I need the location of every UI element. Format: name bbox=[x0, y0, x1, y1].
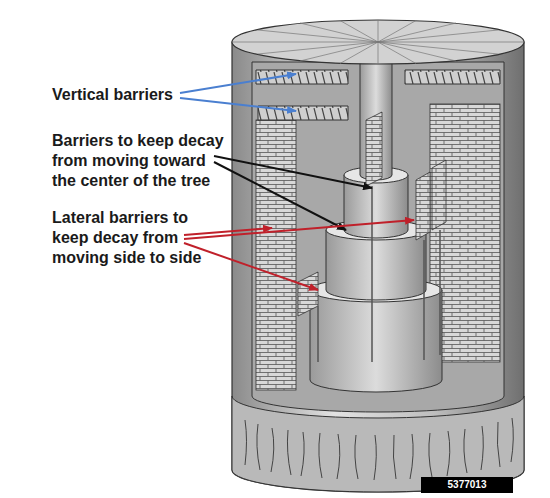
leader-arrows-part bbox=[184, 220, 414, 239]
leader-arrows-part bbox=[180, 74, 296, 93]
cutaway-interior-part bbox=[256, 120, 296, 390]
leader-arrows bbox=[180, 74, 414, 290]
barrier-label: Vertical barriers bbox=[52, 85, 173, 105]
lateral-barrier-panels-part bbox=[416, 172, 430, 240]
leader-arrows-part bbox=[184, 243, 318, 290]
cutaway-interior-part bbox=[405, 70, 500, 84]
leader-arrows-part bbox=[184, 228, 272, 235]
image-number: 5377013 bbox=[421, 477, 513, 493]
lateral-barrier-panels-part bbox=[432, 160, 446, 230]
cutaway-interior-part bbox=[256, 70, 348, 84]
bark-band-part bbox=[245, 418, 513, 480]
inner-cylinders-part bbox=[310, 290, 442, 392]
cutaway-interior-part bbox=[252, 62, 504, 412]
top-cross-section bbox=[232, 20, 524, 64]
top-cross-section-part bbox=[232, 20, 524, 64]
leader-arrows-part bbox=[214, 156, 372, 188]
top-cross-section-part bbox=[232, 20, 524, 64]
cutaway-interior bbox=[252, 62, 504, 412]
barrier-label: Lateral barriers to keep decay from movi… bbox=[52, 208, 228, 268]
lateral-barrier-panels-part bbox=[366, 112, 382, 186]
leader-arrows-part bbox=[214, 162, 346, 230]
lateral-barrier-panels bbox=[298, 112, 446, 362]
leader-arrows-part bbox=[180, 98, 296, 111]
lateral-barrier-panels-part bbox=[318, 186, 440, 362]
lateral-barrier-panels-part bbox=[298, 272, 318, 316]
barrier-label: Barriers to keep decay from moving towar… bbox=[52, 131, 228, 191]
